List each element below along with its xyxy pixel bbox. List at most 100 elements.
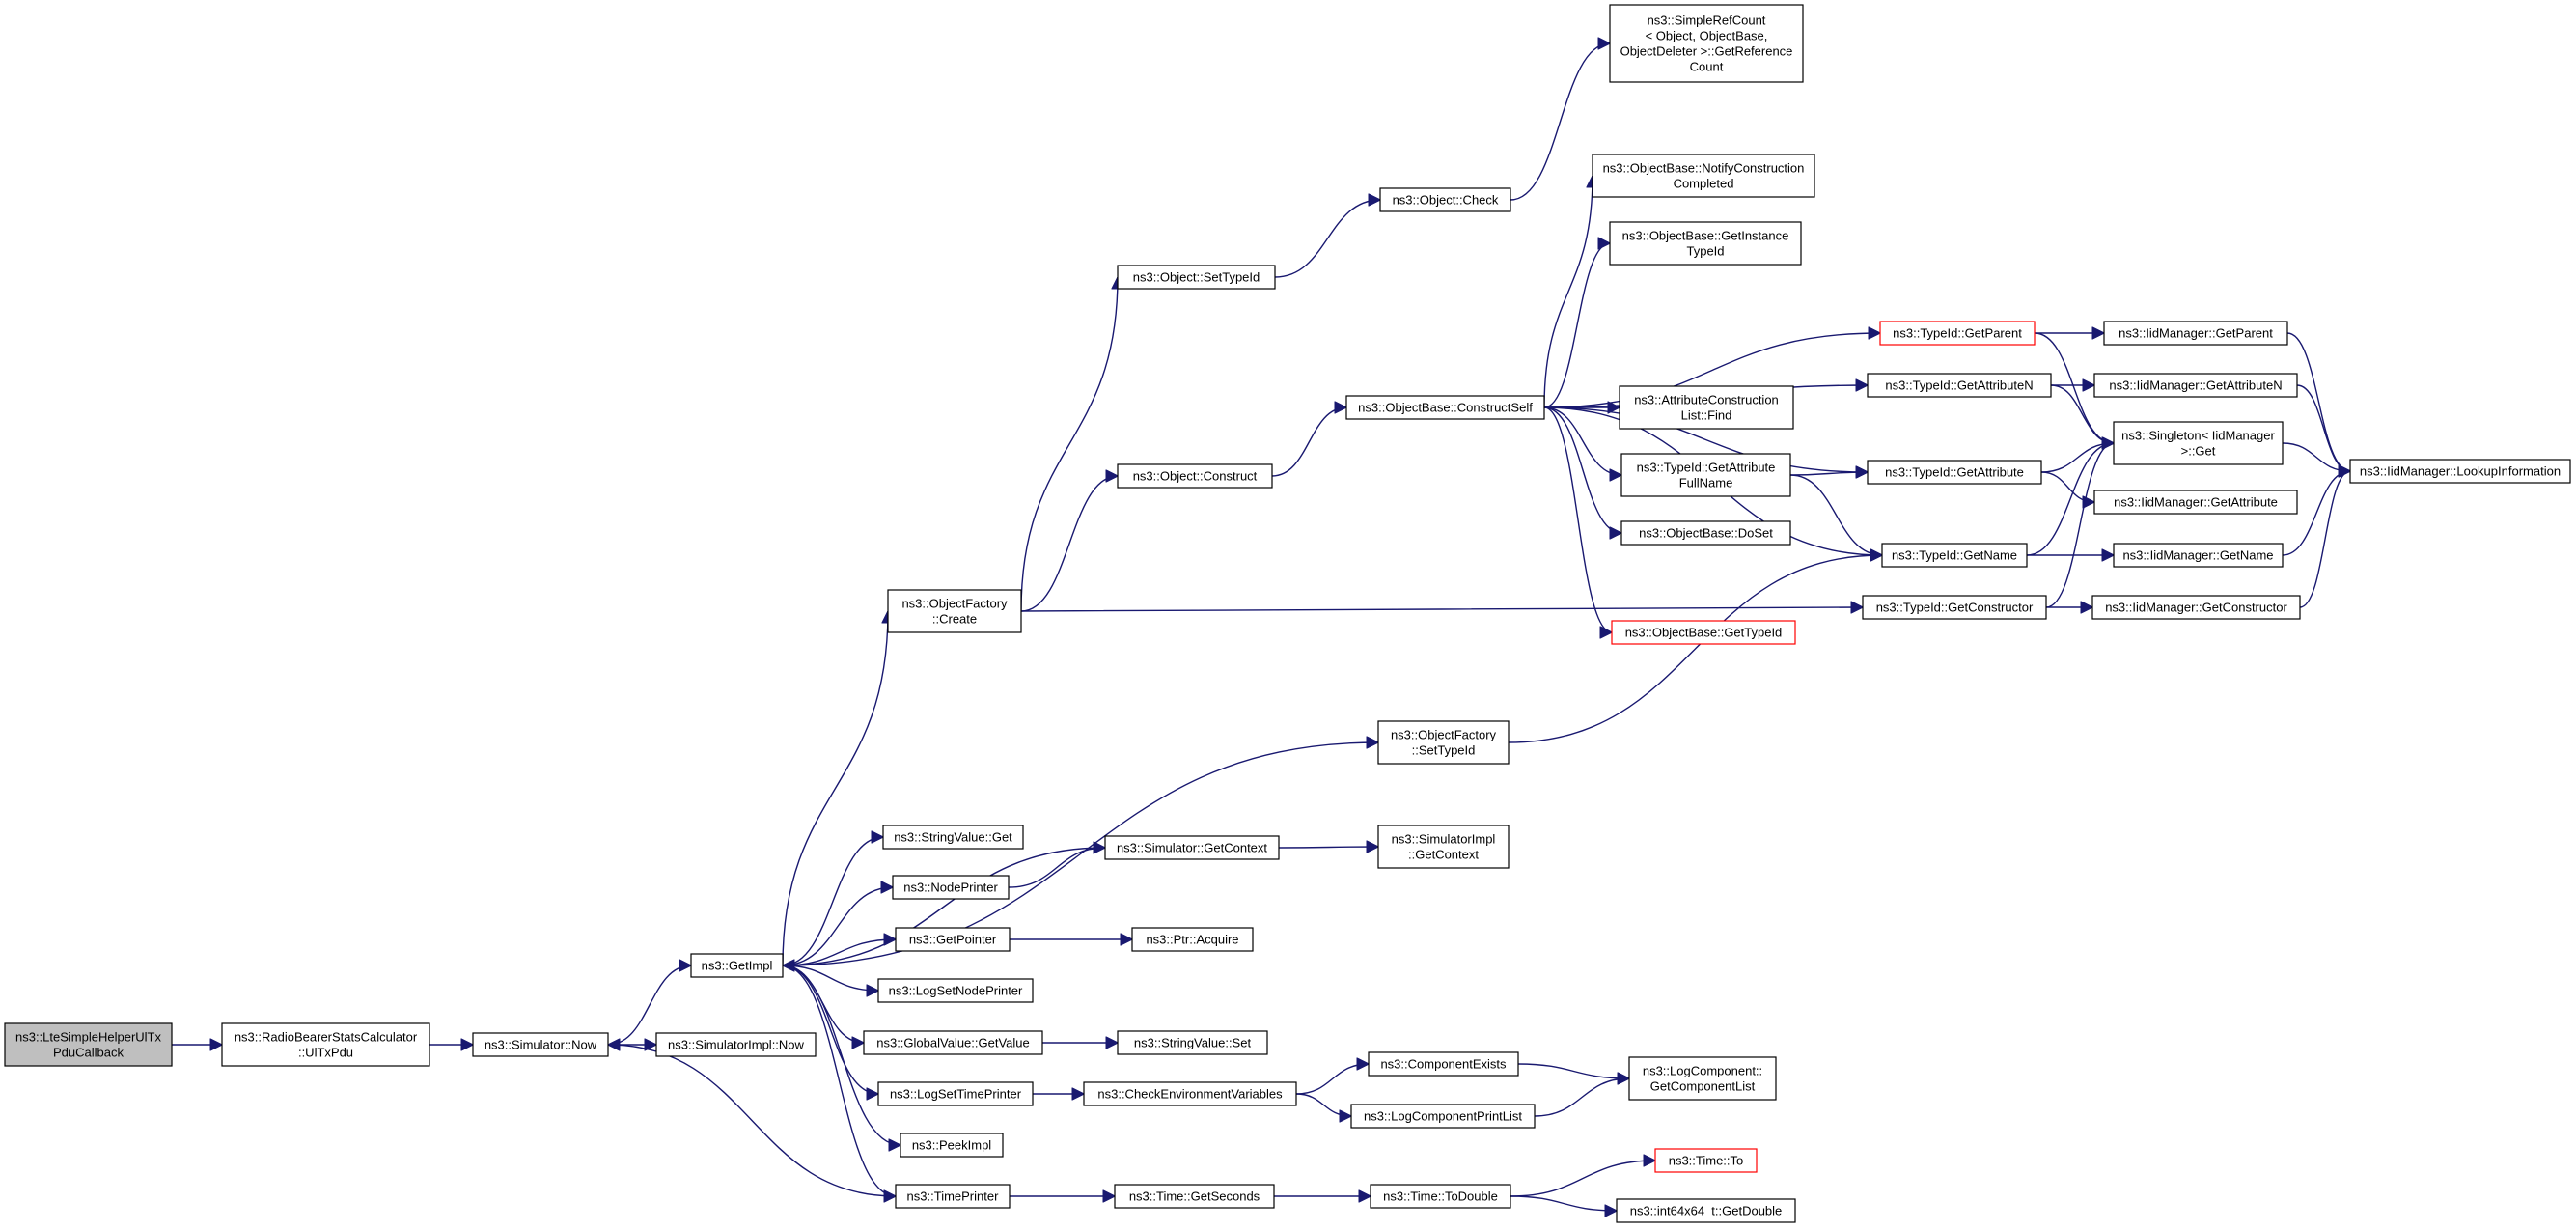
edge-constructself-to-getattrfullname [1543, 406, 1621, 475]
node-logcompprintlist[interactable]: ns3::LogComponentPrintList [1350, 1104, 1536, 1129]
node-simplerefcount-label-line-3: Count [1690, 60, 1724, 74]
node-rbstats-label-line-0: ns3::RadioBearerStatsCalculator [235, 1030, 418, 1045]
node-logcomplist[interactable]: ns3::LogComponent::GetComponentList [1628, 1056, 1777, 1101]
node-attrconstfind-label-line-1: List::Find [1681, 408, 1732, 423]
edge-objsettypeid-to-objcheck [1274, 200, 1380, 278]
node-timeto[interactable]: ns3::Time::To [1654, 1148, 1758, 1173]
node-simimplnow[interactable]: ns3::SimulatorImpl::Now [655, 1032, 817, 1057]
node-objfactcreate[interactable]: ns3::ObjectFactory::Create [887, 589, 1022, 633]
node-getattrfullname-box [1620, 453, 1791, 497]
node-peekimpl[interactable]: ns3::PeekImpl [900, 1133, 1004, 1158]
node-tgetparent[interactable]: ns3::TypeId::GetParent [1879, 321, 2036, 346]
node-stringvalueset[interactable]: ns3::StringValue::Set [1117, 1030, 1268, 1055]
node-ptracquire-label-line-0: ns3::Ptr::Acquire [1146, 933, 1238, 947]
node-stringvalueget[interactable]: ns3::StringValue::Get [882, 825, 1024, 850]
node-logsettimeprinter[interactable]: ns3::LogSetTimePrinter [877, 1081, 1034, 1106]
node-obgettypeid[interactable]: ns3::ObjectBase::GetTypeId [1611, 620, 1796, 645]
node-simgetcontext[interactable]: ns3::Simulator::GetContext [1104, 835, 1280, 860]
node-logsettimeprinter-label-line-0: ns3::LogSetTimePrinter [890, 1087, 1022, 1102]
edge-iidgetconstructor-to-lookupinfo [2299, 471, 2351, 608]
node-logsettimeprinter-box [877, 1081, 1034, 1106]
node-objcheck-box [1379, 187, 1511, 212]
node-getpointer[interactable]: ns3::GetPointer [895, 927, 1011, 952]
node-timetodouble[interactable]: ns3::Time::ToDouble [1370, 1184, 1511, 1209]
node-iidgetattr[interactable]: ns3::IidManager::GetAttribute [2093, 490, 2298, 515]
node-simnow-box [472, 1032, 609, 1057]
node-objfactsettypeid-label-line-1: ::SetTypeId [1412, 743, 1476, 758]
node-simplerefcount[interactable]: ns3::SimpleRefCount< Object, ObjectBase,… [1609, 4, 1804, 83]
node-logsetnodeprinter[interactable]: ns3::LogSetNodePrinter [877, 978, 1034, 1003]
node-rbstats-box [221, 1022, 430, 1067]
node-simimplgetcontext-label-line-0: ns3::SimulatorImpl [1392, 832, 1496, 847]
node-tgetattrn-box [1867, 373, 2052, 398]
node-tgetconstructor-label-line-0: ns3::TypeId::GetConstructor [1876, 601, 2034, 615]
edge-tgetattr-to-singletonget [2040, 443, 2114, 473]
node-objconstruct[interactable]: ns3::Object::Construct [1117, 463, 1273, 489]
node-iidgetattrn[interactable]: ns3::IidManager::GetAttributeN [2093, 373, 2298, 398]
node-peekimpl-box [900, 1133, 1004, 1158]
edge-getimpl-to-timeprinter [782, 965, 896, 1196]
node-ptracquire[interactable]: ns3::Ptr::Acquire [1131, 927, 1254, 952]
node-obgettypeid-label-line-0: ns3::ObjectBase::GetTypeId [1625, 626, 1783, 640]
edge-getimpl-to-peekimpl [782, 965, 900, 1145]
edge-objfactcreate-to-objsettypeid [1020, 277, 1118, 612]
node-int64getdouble-box [1616, 1198, 1796, 1223]
node-tgetattr[interactable]: ns3::TypeId::GetAttribute [1867, 460, 2042, 485]
node-objconstruct-box [1117, 463, 1273, 489]
node-timegetseconds[interactable]: ns3::Time::GetSeconds [1114, 1184, 1275, 1209]
node-timeto-label-line-0: ns3::Time::To [1669, 1154, 1744, 1168]
node-simimplgetcontext[interactable]: ns3::SimulatorImpl::GetContext [1377, 825, 1510, 869]
node-iidgetparent[interactable]: ns3::IidManager::GetParent [2103, 321, 2288, 346]
node-attrconstfind-box [1619, 385, 1794, 430]
node-timeprinter-box [895, 1184, 1011, 1209]
node-globalvalueget[interactable]: ns3::GlobalValue::GetValue [863, 1030, 1043, 1055]
edge-checkenv-to-compexists [1295, 1064, 1369, 1095]
node-simimplgetcontext-label-line-1: ::GetContext [1408, 848, 1479, 862]
node-simnow[interactable]: ns3::Simulator::Now [472, 1032, 609, 1057]
edge-constructself-to-notifyconst [1543, 176, 1593, 408]
node-checkenv[interactable]: ns3::CheckEnvironmentVariables [1083, 1081, 1297, 1106]
edge-constructself-to-tgetattr [1543, 406, 1868, 472]
node-compexists[interactable]: ns3::ComponentExists [1368, 1051, 1519, 1077]
node-tgetname[interactable]: ns3::TypeId::GetName [1881, 543, 2028, 568]
node-objsettypeid[interactable]: ns3::Object::SetTypeId [1117, 265, 1276, 290]
node-tgetparent-label-line-0: ns3::TypeId::GetParent [1893, 326, 2022, 341]
node-int64getdouble[interactable]: ns3::int64x64_t::GetDouble [1616, 1198, 1796, 1223]
node-nodeprinter[interactable]: ns3::NodePrinter [892, 875, 1010, 900]
node-timeprinter[interactable]: ns3::TimePrinter [895, 1184, 1011, 1209]
node-globalvalueget-box [863, 1030, 1043, 1055]
node-singletonget[interactable]: ns3::Singleton< IidManager>::Get [2113, 421, 2284, 465]
node-constructself[interactable]: ns3::ObjectBase::ConstructSelf [1345, 395, 1545, 420]
edge-constructself-to-getinstancetypeid [1543, 243, 1611, 408]
node-iidgetname[interactable]: ns3::IidManager::GetName [2113, 543, 2284, 568]
node-doset[interactable]: ns3::ObjectBase::DoSet [1620, 520, 1791, 546]
node-getimpl[interactable]: ns3::GetImpl [690, 953, 784, 978]
node-checkenv-box [1083, 1081, 1297, 1106]
edge-getimpl-to-getpointer [782, 939, 896, 966]
node-lookupinfo[interactable]: ns3::IidManager::LookupInformation [2349, 459, 2571, 484]
node-objcheck[interactable]: ns3::Object::Check [1379, 187, 1511, 212]
node-objfactsettypeid[interactable]: ns3::ObjectFactory::SetTypeId [1377, 720, 1510, 765]
edge-simnow-to-getimpl [607, 965, 691, 1046]
node-doset-box [1620, 520, 1791, 546]
node-logsetnodeprinter-label-line-0: ns3::LogSetNodePrinter [889, 984, 1023, 998]
edge-getimpl-to-objfactsettypeid [782, 742, 1378, 966]
node-notifyconst[interactable]: ns3::ObjectBase::NotifyConstructionCompl… [1592, 154, 1815, 198]
node-objsettypeid-label-line-0: ns3::Object::SetTypeId [1133, 270, 1260, 285]
node-tgetattrn[interactable]: ns3::TypeId::GetAttributeN [1867, 373, 2052, 398]
node-getpointer-box [895, 927, 1011, 952]
node-stringvalueset-box [1117, 1030, 1268, 1055]
node-nodeprinter-label-line-0: ns3::NodePrinter [903, 881, 998, 895]
nodes-layer: ns3::LteSimpleHelperUlTxPduCallbackns3::… [4, 4, 2571, 1223]
node-tgetconstructor[interactable]: ns3::TypeId::GetConstructor [1862, 595, 2047, 620]
node-iidgetconstructor[interactable]: ns3::IidManager::GetConstructor [2091, 595, 2301, 620]
node-rbstats[interactable]: ns3::RadioBearerStatsCalculator::UlTxPdu [221, 1022, 430, 1067]
node-simplerefcount-label-line-2: ObjectDeleter >::GetReference [1620, 44, 1793, 59]
node-iidgetattrn-label-line-0: ns3::IidManager::GetAttributeN [2109, 378, 2282, 393]
edge-objfactcreate-to-objconstruct [1020, 476, 1118, 612]
